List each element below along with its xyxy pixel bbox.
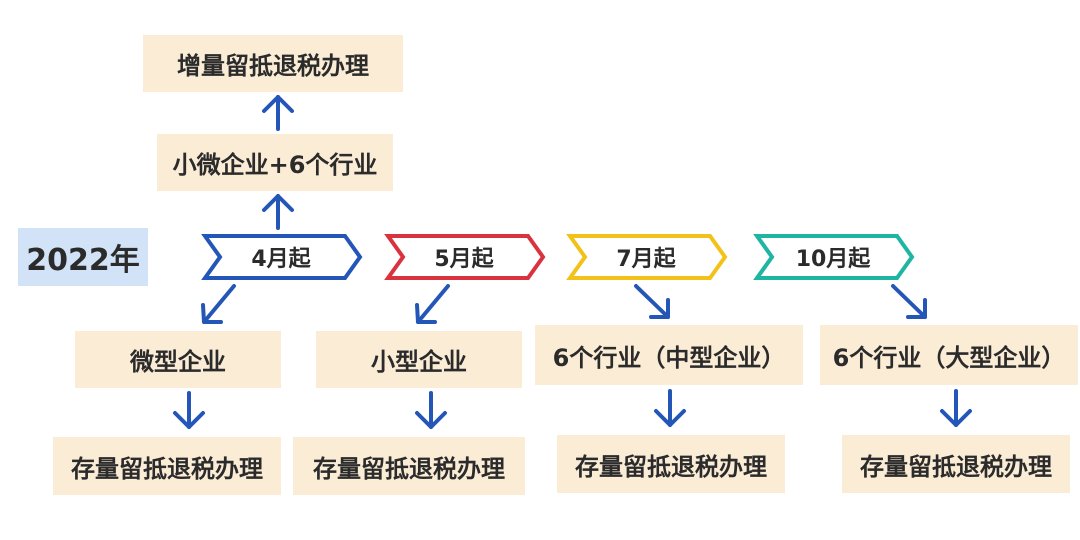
arrow-down-icon [654,389,686,427]
action-box-july: 存量留抵退税办理 [557,435,785,493]
scope-box-small: 小型企业 [316,331,522,388]
arrow-down-right-icon [891,284,927,319]
chevron-may [384,234,546,280]
chevron-label-october: 10月起 [795,247,871,272]
action-box-may: 存量留抵退税办理 [293,437,525,495]
chevron-october [753,234,915,280]
scope-box-micro: 微型企业 [75,331,281,388]
arrow-down-right-icon [634,284,670,319]
scope-box-medium: 6个行业（中型企业） [535,325,803,385]
small-micro-six-industries-box: 小微企业+6个行业 [157,134,393,191]
chevron-april [201,234,363,280]
action-box-october: 存量留抵退税办理 [842,435,1070,493]
year-label: 2022年 [18,228,148,286]
chevron-july [566,234,728,280]
action-box-april: 存量留抵退税办理 [53,437,281,495]
arrow-down-icon [173,391,205,429]
arrow-down-icon [940,389,972,427]
arrow-down-left-icon [415,284,450,324]
arrow-down-icon [415,391,447,429]
arrow-down-left-icon [201,284,236,324]
arrow-up-icon [262,95,294,131]
arrow-up-icon [262,194,294,230]
incremental-refund-box: 增量留抵退税办理 [143,35,403,92]
scope-box-large: 6个行业（大型企业） [820,325,1078,385]
chevron-label-april: 4月起 [251,247,311,272]
chevron-label-may: 5月起 [434,247,494,272]
chevron-label-july: 7月起 [616,247,676,272]
